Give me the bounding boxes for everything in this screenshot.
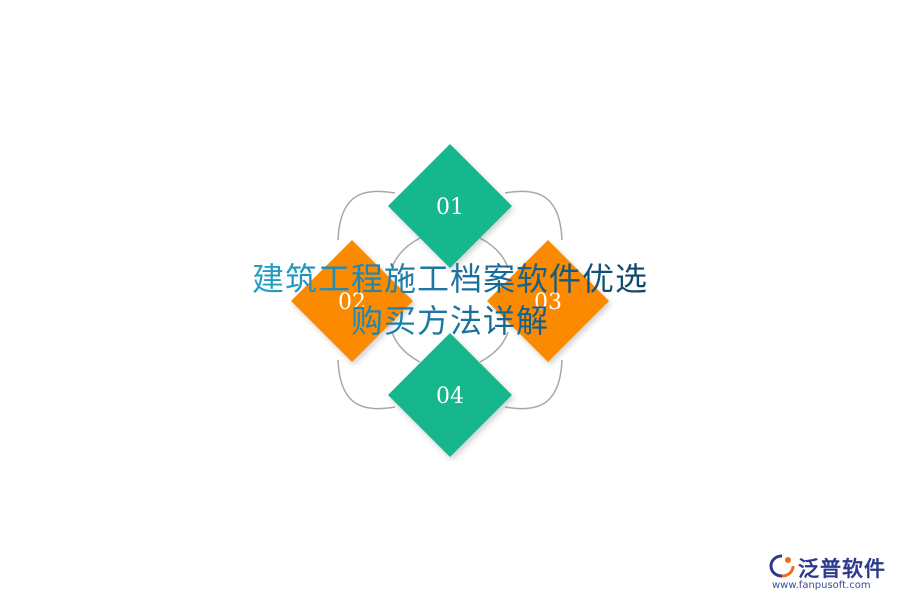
connector-inner-bottom-left — [391, 331, 421, 363]
node-label-03: 03 — [534, 290, 562, 315]
title-line-2: 购买方法详解 — [350, 302, 549, 340]
diagram-title: 建筑工程施工档案软件优选 购买方法详解 — [220, 258, 680, 342]
logo-name: 泛普软件 — [798, 557, 886, 581]
logo-url: www.fanpusoft.com — [772, 580, 871, 591]
connector-inner-bottom-right — [479, 331, 509, 363]
diamond-bottom — [388, 333, 512, 457]
connector-bottom-right — [504, 359, 563, 410]
connector-bottom-left — [337, 359, 396, 410]
connector-inner-top-right — [479, 237, 509, 269]
diamond-left — [291, 240, 413, 362]
connector-top-right — [504, 190, 563, 241]
node-label-04: 04 — [436, 384, 464, 409]
diamond-top — [388, 144, 512, 268]
diamond-right — [487, 240, 609, 362]
connector-top-left — [337, 190, 396, 241]
brand-logo[interactable]: 泛普软件 www.fanpusoft.com — [768, 553, 892, 593]
logo-mark-icon — [769, 554, 795, 578]
connector-loops — [337, 190, 563, 410]
title-line-1: 建筑工程施工档案软件优选 — [251, 260, 648, 298]
node-label-01: 01 — [436, 195, 464, 220]
connector-inner-top-left — [391, 237, 421, 269]
node-label-02: 02 — [338, 290, 366, 315]
